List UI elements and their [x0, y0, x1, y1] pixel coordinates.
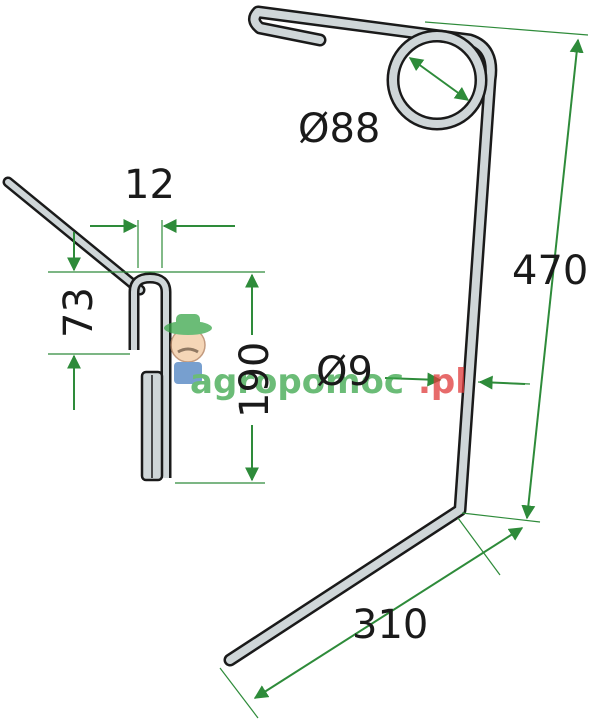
watermark-logo: agropomoc .pl — [164, 314, 467, 402]
foot-dimension-line — [253, 527, 524, 699]
tine-coil-fill — [389, 32, 485, 128]
mascot-body-icon — [174, 362, 202, 384]
watermark-text-main: agropomoc — [190, 362, 404, 402]
tine-wire-fill — [226, 8, 495, 664]
coil-diameter-arrow — [408, 57, 470, 101]
side-loop-fill — [131, 275, 169, 478]
mascot-mustache-icon — [177, 347, 199, 354]
wire-diameter-leader-left — [384, 372, 442, 387]
total-height-label: 470 — [512, 248, 588, 294]
wire-diameter-label: Ø9 — [316, 349, 373, 395]
side-top-height-label: 73 — [56, 287, 102, 338]
height-dimension-line — [521, 38, 584, 520]
foot-length-label: 310 — [352, 602, 428, 648]
side-extension-lines — [48, 220, 265, 484]
spring-tine-front-view — [223, 5, 498, 667]
wire-diameter-leader-right — [478, 375, 526, 390]
coil-diameter-label: Ø88 — [298, 106, 380, 152]
side-width-label: 12 — [124, 162, 175, 208]
watermark-text-domain: .pl — [418, 362, 467, 402]
side-height-label: 190 — [232, 342, 278, 418]
